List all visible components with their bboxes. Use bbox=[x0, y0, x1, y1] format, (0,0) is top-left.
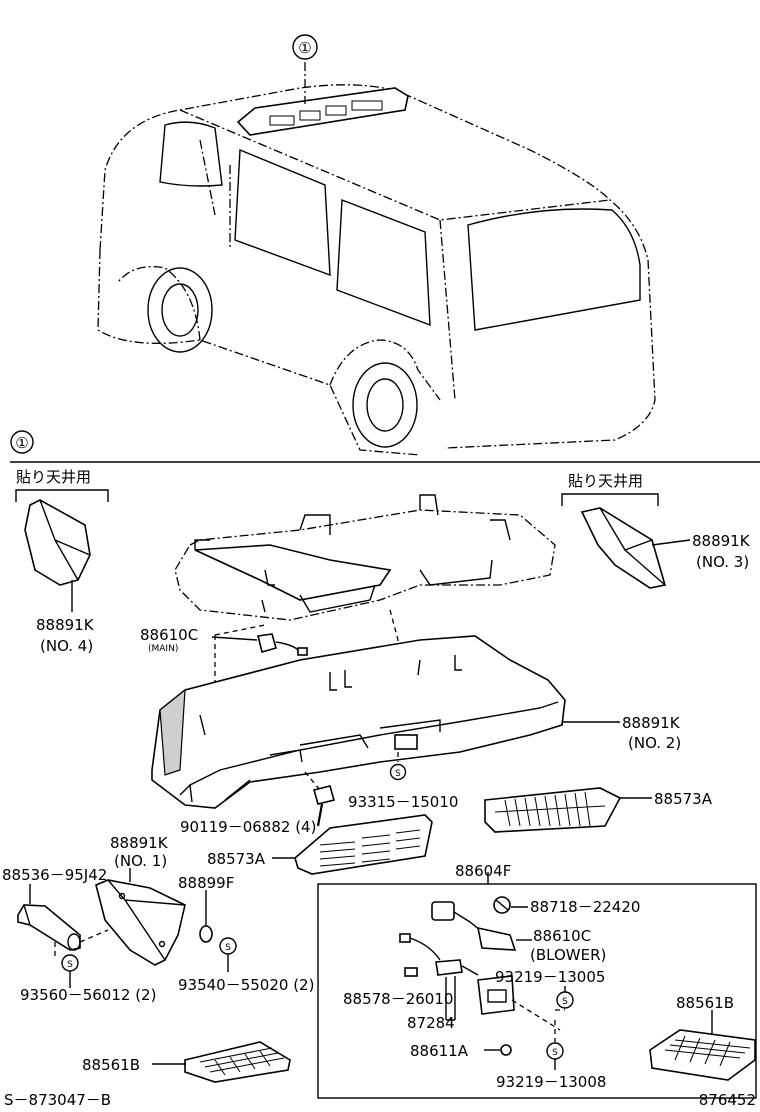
part-88891K-no4 bbox=[24, 499, 91, 586]
part-88578-26010 bbox=[404, 967, 418, 977]
part-88573A-left bbox=[294, 814, 433, 875]
label-88891K-no3: 88891K bbox=[692, 532, 751, 550]
detail-marker-circle bbox=[10, 430, 34, 454]
side-window-rear bbox=[336, 199, 431, 327]
pasted-ceiling-left-label: 貼り天井用 bbox=[16, 468, 91, 486]
label-88891K-no4: 88891K bbox=[36, 616, 95, 634]
label-88573A-left: 88573A bbox=[207, 850, 266, 868]
label-88891K-no4-sub: (NO. 4) bbox=[40, 637, 93, 655]
label-88611A: 88611A bbox=[410, 1042, 469, 1060]
label-88578-26010: 88578－26010 bbox=[343, 990, 453, 1008]
s-symbol-93315 bbox=[389, 763, 407, 781]
label-88891K-no3-sub: (NO. 3) bbox=[696, 553, 749, 571]
label-88899F: 88899F bbox=[178, 874, 234, 892]
blower-motor bbox=[431, 896, 517, 951]
label-88610C-main-sub: (MAIN) bbox=[148, 644, 178, 654]
label-93540-55020: 93540－55020 (2) bbox=[178, 976, 314, 994]
pasted-ceiling-left-bracket bbox=[15, 489, 109, 502]
view-marker: ① bbox=[298, 39, 311, 57]
part-88561B-right bbox=[649, 1029, 756, 1081]
label-93219-13008: 93219－13008 bbox=[496, 1073, 606, 1091]
view-marker-circle bbox=[292, 34, 318, 60]
part-88891K-no1 bbox=[95, 879, 186, 966]
label-88891K-no1: 88891K bbox=[110, 834, 169, 852]
label-88604F: 88604F bbox=[455, 862, 511, 880]
side-window-front bbox=[234, 148, 331, 277]
part-88610C-main bbox=[257, 633, 277, 653]
part-88611A bbox=[500, 1044, 512, 1056]
label-88573A-right: 88573A bbox=[654, 790, 713, 808]
label-88891K-no1-sub: (NO. 1) bbox=[114, 852, 167, 870]
pasted-ceiling-right-bracket bbox=[561, 493, 659, 506]
part-88891K-no2 bbox=[151, 635, 566, 809]
label-88610C-main: 88610C bbox=[140, 626, 198, 644]
label-93219-13005: 93219－13005 bbox=[495, 968, 605, 986]
label-93560-56012: 93560－56012 (2) bbox=[20, 986, 156, 1004]
s-symbol-93219-13005-text: S bbox=[562, 997, 568, 1007]
part-88899F bbox=[199, 925, 213, 943]
part-88536-95J42 bbox=[17, 904, 81, 951]
s-symbol-93315-text: S bbox=[395, 769, 401, 779]
label-88891K-no2: 88891K bbox=[622, 714, 681, 732]
footer-right-code: 876452 bbox=[699, 1091, 756, 1109]
rear-wheel bbox=[352, 362, 418, 448]
part-90119-06882 bbox=[313, 785, 335, 805]
part-87284-connector bbox=[435, 959, 463, 976]
label-90119-06882: 90119－06882 (4) bbox=[180, 818, 316, 836]
roof-duct-on-van bbox=[236, 87, 409, 136]
upper-frame bbox=[174, 494, 556, 621]
detail-marker: ① bbox=[15, 434, 28, 452]
blower-assembly-box bbox=[317, 883, 757, 1099]
s-symbol-93540-text: S bbox=[225, 943, 231, 953]
label-88610C-blower: 88610C bbox=[533, 927, 591, 945]
rear-window bbox=[467, 208, 641, 331]
part-88573A-right bbox=[484, 787, 622, 833]
s-symbol-93560-text: S bbox=[67, 960, 73, 970]
pasted-ceiling-right-label: 貼り天井用 bbox=[568, 472, 643, 490]
footer-left-code: S－873047－B bbox=[4, 1091, 111, 1109]
label-88561B-left: 88561B bbox=[82, 1056, 140, 1074]
part-88561B-left bbox=[184, 1041, 291, 1083]
label-88561B-right: 88561B bbox=[676, 994, 734, 1012]
label-93315-15010: 93315－15010 bbox=[348, 793, 458, 811]
label-88610C-blower-sub: (BLOWER) bbox=[530, 946, 606, 964]
front-window bbox=[159, 121, 223, 187]
label-88718-22420: 88718－22420 bbox=[530, 898, 640, 916]
van-illustration bbox=[97, 34, 656, 456]
label-88891K-no2-sub: (NO. 2) bbox=[628, 734, 681, 752]
label-88536-95J42: 88536－95J42 bbox=[2, 866, 107, 884]
blower-unit bbox=[477, 975, 515, 1015]
label-87284: 87284 bbox=[407, 1014, 455, 1032]
front-wheel bbox=[147, 267, 213, 353]
s-symbol-93219-13008-text: S bbox=[552, 1048, 558, 1058]
